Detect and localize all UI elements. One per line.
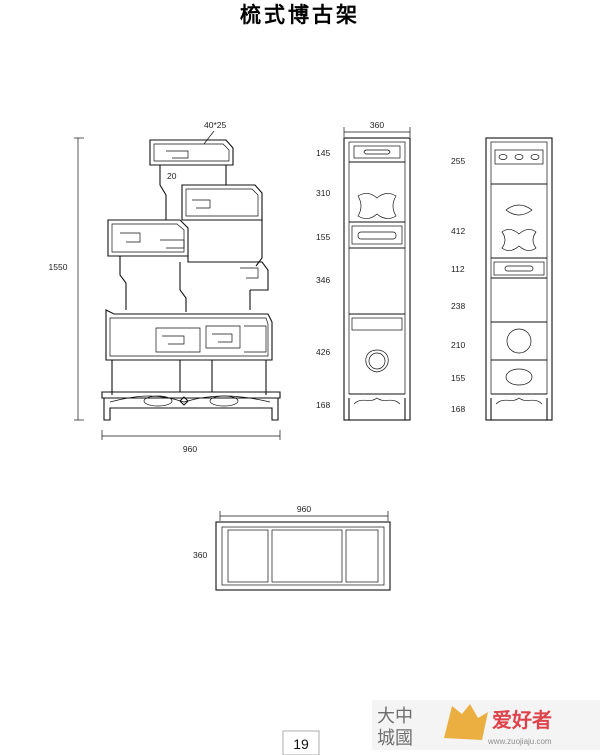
- side-frame-inner: [348, 141, 406, 395]
- plan-outline: [215, 521, 391, 591]
- base-feet: [103, 398, 279, 421]
- publisher-watermark: 大中 城國 爱好者 www.zuojiaju.com: [372, 700, 600, 750]
- member-section-label: 40*25: [204, 120, 226, 130]
- side1-height-label: 346: [316, 275, 330, 285]
- inner-panel: [244, 325, 267, 353]
- side2-height-label: 238: [451, 301, 465, 311]
- flower-cutout: [365, 349, 389, 373]
- scroll-hook: [240, 267, 259, 279]
- scroll-hook: [120, 232, 141, 243]
- side2-height-label: 168: [451, 404, 465, 414]
- slot-opening: [357, 231, 397, 240]
- front-view: 1550 40*25 20: [49, 120, 281, 454]
- plan-inner: [221, 526, 385, 586]
- slot-opening: [504, 265, 534, 272]
- oval-opening: [514, 154, 524, 160]
- base-top-rail: [101, 391, 281, 399]
- oval-opening: [530, 154, 540, 160]
- slot-opening: [363, 149, 391, 155]
- frame-post: [179, 262, 187, 312]
- watermark-text-top: 大中: [377, 706, 413, 727]
- flower-cutout-center: [368, 352, 386, 370]
- side2-height-label: 210: [451, 340, 465, 350]
- side2-height-label: 112: [451, 264, 465, 274]
- panel-with-slot: [351, 225, 403, 245]
- side1-height-label: 168: [316, 400, 330, 410]
- inner-panel: [205, 325, 241, 349]
- scroll-hook: [212, 333, 233, 343]
- side1-height-label: 145: [316, 148, 330, 158]
- side-frame-outer: [343, 137, 411, 421]
- side-view-1: 360 145 310 155 346 426 168: [316, 120, 411, 421]
- frame-post: [159, 165, 167, 220]
- panel-with-slot: [493, 261, 545, 276]
- overall-width-label: 960: [183, 444, 197, 454]
- panel-with-slot: [353, 145, 401, 159]
- middle-left-compartment: [107, 219, 189, 257]
- side-view-2: 255 412 112 238 210 155 168: [451, 137, 553, 421]
- watermark-background: [372, 700, 600, 750]
- upper-right-compartment-inner: [185, 188, 259, 217]
- frame-post: [255, 220, 263, 267]
- apron-cartouche: [143, 395, 173, 407]
- middle-right-rail: [187, 256, 269, 291]
- watermark-url: www.zuojiaju.com: [487, 737, 552, 746]
- side2-height-label: 155: [451, 373, 465, 383]
- plan-depth-label: 360: [193, 550, 207, 560]
- member-section-leader: [203, 130, 215, 145]
- frame-post: [225, 165, 232, 186]
- watermark-logo-icon: [444, 704, 488, 740]
- oval-opening: [505, 368, 533, 386]
- side1-height-label: 310: [316, 188, 330, 198]
- decorative-cutout: [501, 229, 537, 251]
- side2-height-label: 412: [451, 226, 465, 236]
- apron-cartouche: [209, 395, 239, 407]
- lower-compartment-inner: [109, 317, 269, 357]
- side1-height-label: 155: [316, 232, 330, 242]
- watermark-brand: 爱好者: [492, 708, 552, 732]
- plan-panel-center: [271, 529, 343, 583]
- round-opening: [506, 328, 532, 354]
- top-compartment-inner: [153, 143, 230, 162]
- plan-panel-right: [345, 529, 379, 583]
- overall-height-label: 1550: [49, 262, 68, 272]
- page-number-box: [282, 730, 320, 755]
- oval-opening: [498, 154, 508, 160]
- side-apron: [353, 397, 401, 405]
- page-number: 19: [293, 736, 309, 752]
- side1-height-label: 426: [316, 347, 330, 357]
- apron-center-knot: [179, 396, 189, 406]
- top-compartment: [149, 139, 234, 166]
- plan-panel-left: [227, 529, 269, 583]
- side-frame-outer: [485, 137, 553, 421]
- plan-width-label: 960: [297, 504, 311, 514]
- side-frame-inner: [490, 141, 548, 395]
- side-depth-label: 360: [370, 120, 384, 130]
- frame-legs: [111, 360, 267, 395]
- side-apron: [495, 397, 543, 405]
- panel-with-ovals: [494, 149, 544, 165]
- frame-post: [119, 256, 127, 310]
- decorative-cutout: [505, 204, 533, 216]
- upper-right-compartment: [181, 184, 263, 221]
- decorative-apron: [109, 395, 271, 403]
- scroll-hook: [192, 199, 211, 209]
- plan-view: 960 360: [193, 504, 391, 591]
- lower-compartment: [105, 309, 273, 361]
- decorative-cutout: [357, 193, 397, 219]
- member-gap-label: 20: [167, 171, 177, 181]
- scroll-hook: [162, 335, 185, 345]
- scroll-hook: [160, 239, 185, 249]
- inner-panel: [155, 327, 201, 353]
- watermark-text-bottom: 城國: [377, 728, 413, 749]
- page-title: 梳式博古架: [240, 2, 360, 27]
- side2-height-label: 255: [451, 156, 465, 166]
- panel: [351, 317, 403, 331]
- scroll-hook: [166, 150, 189, 159]
